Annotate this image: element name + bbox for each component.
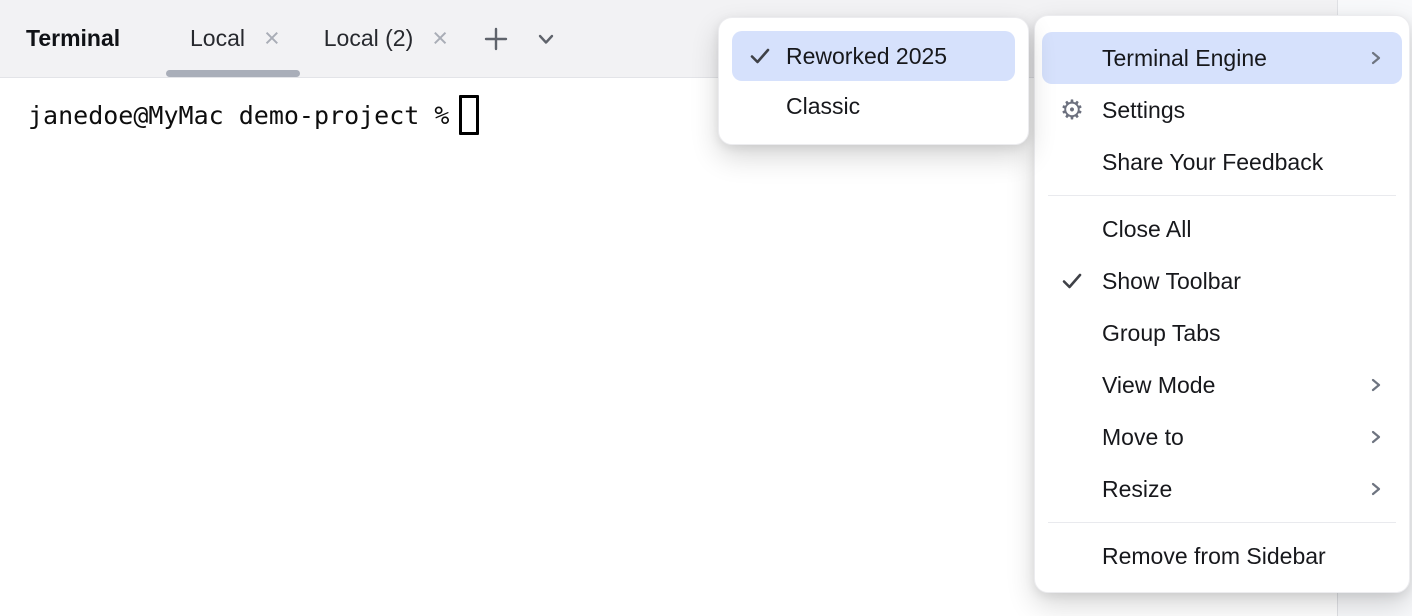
close-icon[interactable]: × bbox=[263, 23, 280, 53]
menu-item-label: Resize bbox=[1102, 475, 1173, 502]
chevron-down-icon bbox=[532, 25, 560, 53]
terminal-options-menu: Terminal Engine ⚙ Settings Share Your Fe… bbox=[1034, 15, 1410, 593]
menu-divider bbox=[1048, 522, 1396, 523]
menu-item-label: Move to bbox=[1102, 423, 1184, 450]
menu-item-label: Share Your Feedback bbox=[1102, 148, 1324, 175]
menu-item-label: Remove from Sidebar bbox=[1102, 542, 1326, 569]
menu-item-close-all[interactable]: Close All bbox=[1042, 203, 1402, 255]
menu-item-show-toolbar[interactable]: Show Toolbar bbox=[1042, 255, 1402, 307]
close-icon[interactable]: × bbox=[432, 23, 449, 53]
terminal-prompt: janedoe@MyMac demo-project % bbox=[28, 100, 450, 130]
menu-item-reworked-2025[interactable]: Reworked 2025 bbox=[732, 31, 1015, 81]
menu-item-label: Show Toolbar bbox=[1102, 267, 1241, 294]
terminal-prompt-line: janedoe@MyMac demo-project % bbox=[0, 79, 1337, 135]
terminal-cursor bbox=[459, 95, 480, 135]
chevron-right-icon bbox=[1368, 428, 1384, 446]
menu-item-label: Settings bbox=[1102, 96, 1186, 123]
checkmark-icon bbox=[748, 45, 786, 67]
menu-item-label: Reworked 2025 bbox=[786, 42, 948, 69]
menu-item-resize[interactable]: Resize bbox=[1042, 463, 1402, 515]
terminal-engine-submenu: Reworked 2025 Classic bbox=[718, 17, 1029, 145]
menu-item-label: Terminal Engine bbox=[1102, 44, 1267, 71]
menu-item-group-tabs[interactable]: Group Tabs bbox=[1042, 307, 1402, 359]
chevron-right-icon bbox=[1368, 480, 1384, 498]
checkmark-placeholder bbox=[748, 95, 786, 117]
panel-title: Terminal bbox=[26, 25, 121, 51]
tab-local-2[interactable]: Local (2) × bbox=[300, 0, 468, 77]
menu-item-terminal-engine[interactable]: Terminal Engine bbox=[1042, 32, 1402, 84]
menu-item-label: Group Tabs bbox=[1102, 319, 1221, 346]
tab-label: Local (2) bbox=[323, 25, 414, 51]
tab-list-dropdown-button[interactable] bbox=[526, 19, 566, 59]
checkmark-icon bbox=[1042, 270, 1102, 292]
menu-item-classic[interactable]: Classic bbox=[732, 81, 1015, 131]
menu-item-share-feedback[interactable]: Share Your Feedback bbox=[1042, 136, 1402, 188]
menu-item-remove-from-sidebar[interactable]: Remove from Sidebar bbox=[1042, 530, 1402, 582]
menu-item-settings[interactable]: ⚙ Settings bbox=[1042, 84, 1402, 136]
menu-item-label: View Mode bbox=[1102, 371, 1216, 398]
tab-local[interactable]: Local × bbox=[166, 0, 300, 77]
menu-divider bbox=[1048, 195, 1396, 196]
tab-label: Local bbox=[190, 25, 245, 51]
plus-icon bbox=[481, 24, 511, 54]
menu-item-view-mode[interactable]: View Mode bbox=[1042, 359, 1402, 411]
gear-icon: ⚙ bbox=[1059, 94, 1085, 126]
chevron-right-icon bbox=[1368, 376, 1384, 394]
menu-item-label: Classic bbox=[786, 92, 861, 119]
new-tab-button[interactable] bbox=[476, 19, 516, 59]
menu-item-move-to[interactable]: Move to bbox=[1042, 411, 1402, 463]
chevron-right-icon bbox=[1368, 49, 1384, 67]
menu-item-label: Close All bbox=[1102, 215, 1192, 242]
